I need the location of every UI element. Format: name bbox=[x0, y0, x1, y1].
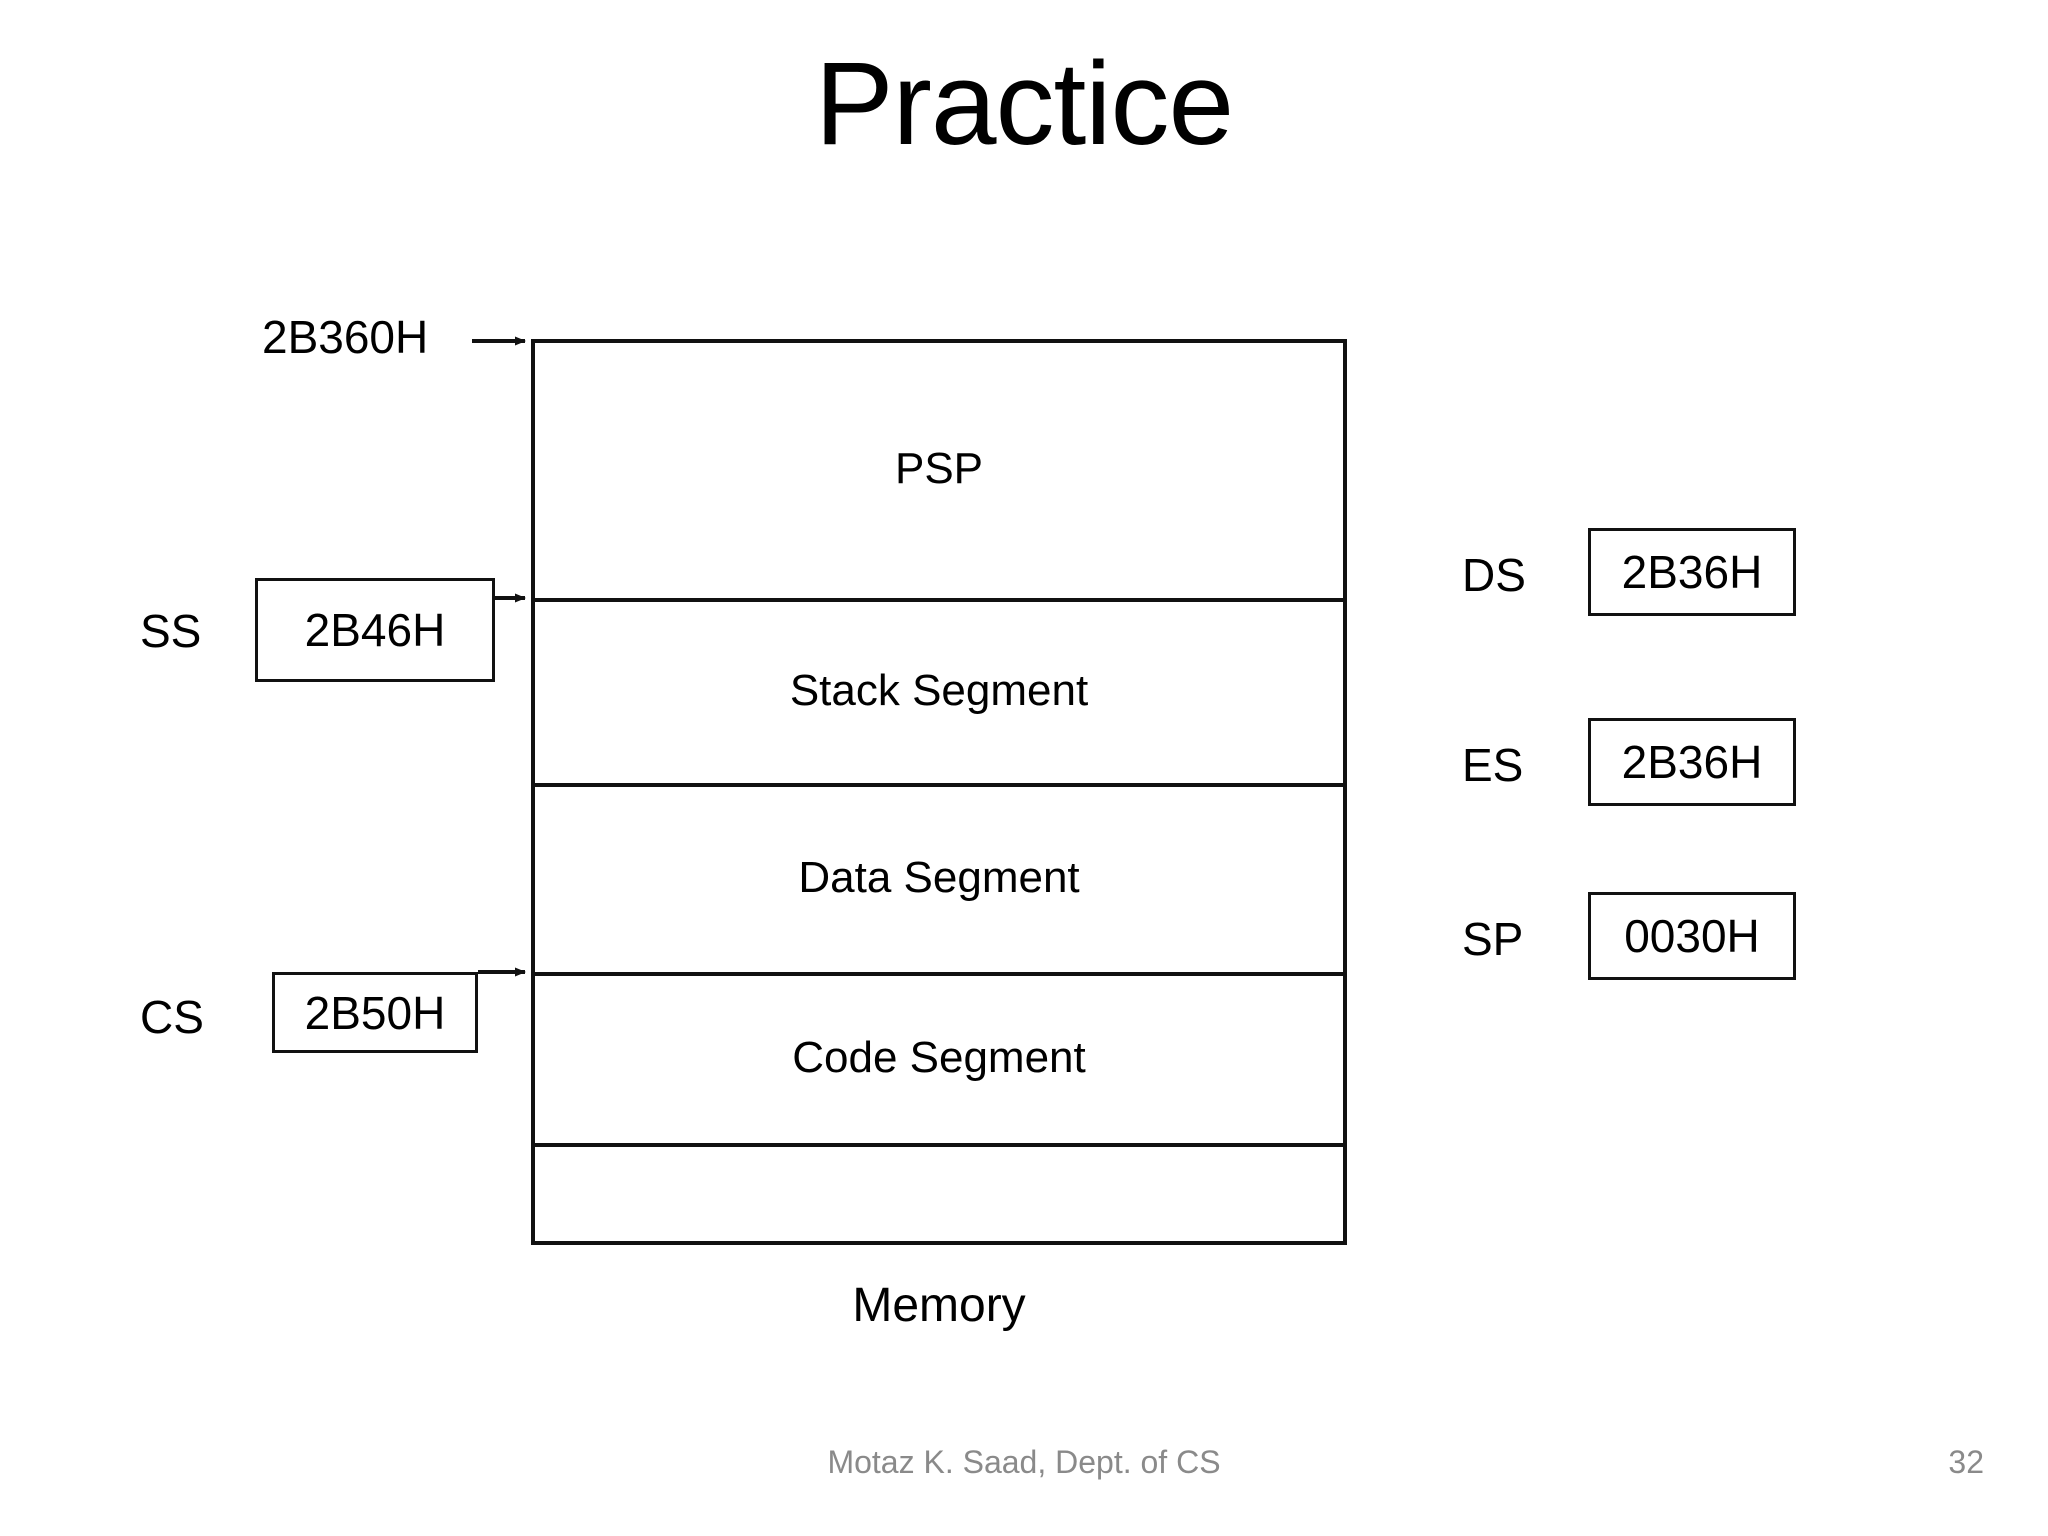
register-box-cs[interactable]: 2B50H bbox=[272, 972, 478, 1053]
memory-row-label: Stack Segment bbox=[789, 665, 1089, 715]
register-box-es[interactable]: 2B36H bbox=[1588, 718, 1796, 806]
memory-divider-data-code bbox=[531, 972, 1347, 976]
register-value-es: 2B36H bbox=[1621, 736, 1763, 788]
register-label-ss: SS bbox=[140, 605, 202, 657]
register-box-ds[interactable]: 2B36H bbox=[1588, 528, 1796, 616]
memory-row-label: Data Segment bbox=[798, 852, 1080, 902]
memory-row-label: PSP bbox=[894, 443, 984, 493]
memory-caption: Memory bbox=[852, 1279, 1026, 1332]
memory-top-address-label: 2B360H bbox=[262, 311, 429, 363]
register-value-ds: 2B36H bbox=[1621, 546, 1763, 598]
register-label-es: ES bbox=[1462, 739, 1524, 791]
memory-row-data-segment: Data Segment bbox=[531, 783, 1347, 972]
register-box-sp[interactable]: 0030H bbox=[1588, 892, 1796, 980]
memory-row-label: Code Segment bbox=[792, 1032, 1086, 1082]
memory-diagram: PSP Stack Segment Data Segment Code Segm… bbox=[531, 339, 1347, 1245]
register-value-ss: 2B46H bbox=[304, 604, 446, 656]
memory-row-code-segment: Code Segment bbox=[531, 972, 1347, 1143]
footer-page-number: 32 bbox=[1948, 1444, 1984, 1480]
register-label-sp: SP bbox=[1462, 913, 1524, 965]
page-title: Practice bbox=[814, 38, 1234, 170]
register-label-ds: DS bbox=[1462, 549, 1526, 601]
memory-row-stack-segment: Stack Segment bbox=[531, 598, 1347, 783]
memory-row-free-space bbox=[531, 1143, 1347, 1245]
register-value-cs: 2B50H bbox=[304, 986, 446, 1039]
footer-author: Motaz K. Saad, Dept. of CS bbox=[827, 1444, 1221, 1480]
memory-divider-code-free bbox=[531, 1143, 1347, 1147]
register-value-sp: 0030H bbox=[1624, 910, 1760, 962]
memory-divider-stack-data bbox=[531, 783, 1347, 787]
memory-outline bbox=[531, 339, 1347, 1245]
register-label-cs: CS bbox=[140, 991, 204, 1043]
memory-divider-psp-stack bbox=[531, 598, 1347, 602]
register-box-ss[interactable]: 2B46H bbox=[255, 578, 495, 682]
memory-row-psp: PSP bbox=[531, 339, 1347, 598]
